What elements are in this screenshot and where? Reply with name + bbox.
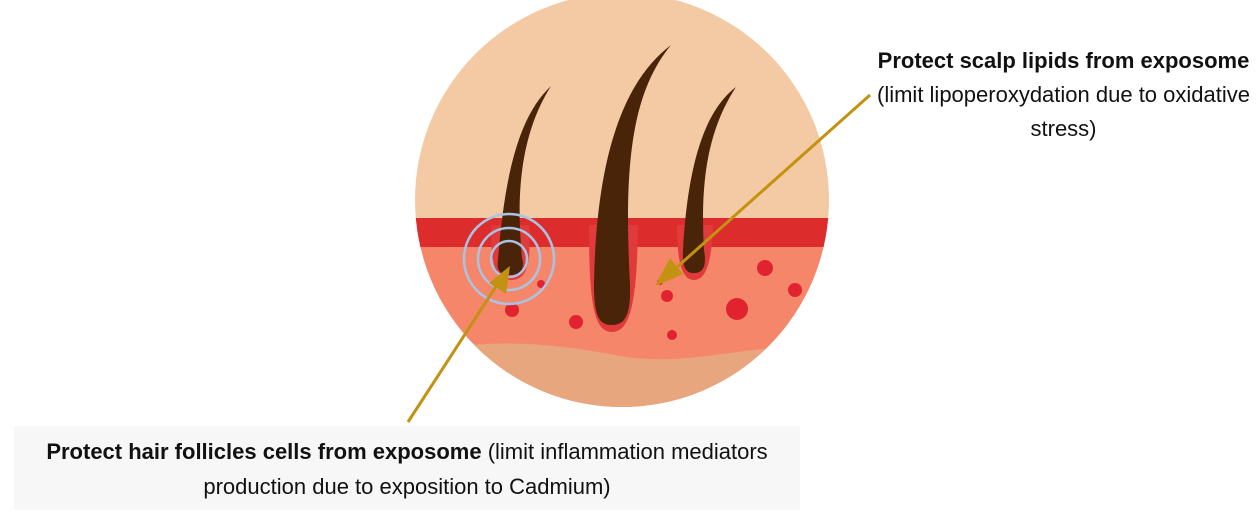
callout-scalp-lipids-bold: Protect scalp lipids from exposome [877,48,1250,73]
blood-spot [537,280,545,288]
scalp-cross-section [415,0,829,407]
arrow-line-top [675,93,871,270]
blood-spots [505,260,802,340]
callout-hair-follicles-detail: (limit inflammation mediators production… [203,439,768,499]
blood-spot [757,260,773,276]
blood-spot [726,298,748,320]
hair-right [682,87,736,273]
blood-spot [661,290,673,302]
arrow-head-top [655,258,683,286]
arrows [406,93,871,423]
callout-scalp-lipids-detail: (limit lipoperoxydation due to oxidative… [877,82,1250,141]
follicle-halo [462,212,556,306]
arrow-line-bottom [406,284,499,423]
blood-spot [788,283,802,297]
subcutis-layer [415,343,829,407]
blood-spot [667,330,677,340]
arrow-head-bottom [489,266,510,294]
callout-scalp-lipids: Protect scalp lipids from exposome (limi… [868,44,1259,146]
blood-spot [505,303,519,317]
callout-hair-follicles: Protect hair follicles cells from exposo… [14,426,800,510]
hair-middle [594,45,671,325]
callout-hair-follicles-bold: Protect hair follicles cells from exposo… [46,439,482,464]
blood-spot [569,315,583,329]
